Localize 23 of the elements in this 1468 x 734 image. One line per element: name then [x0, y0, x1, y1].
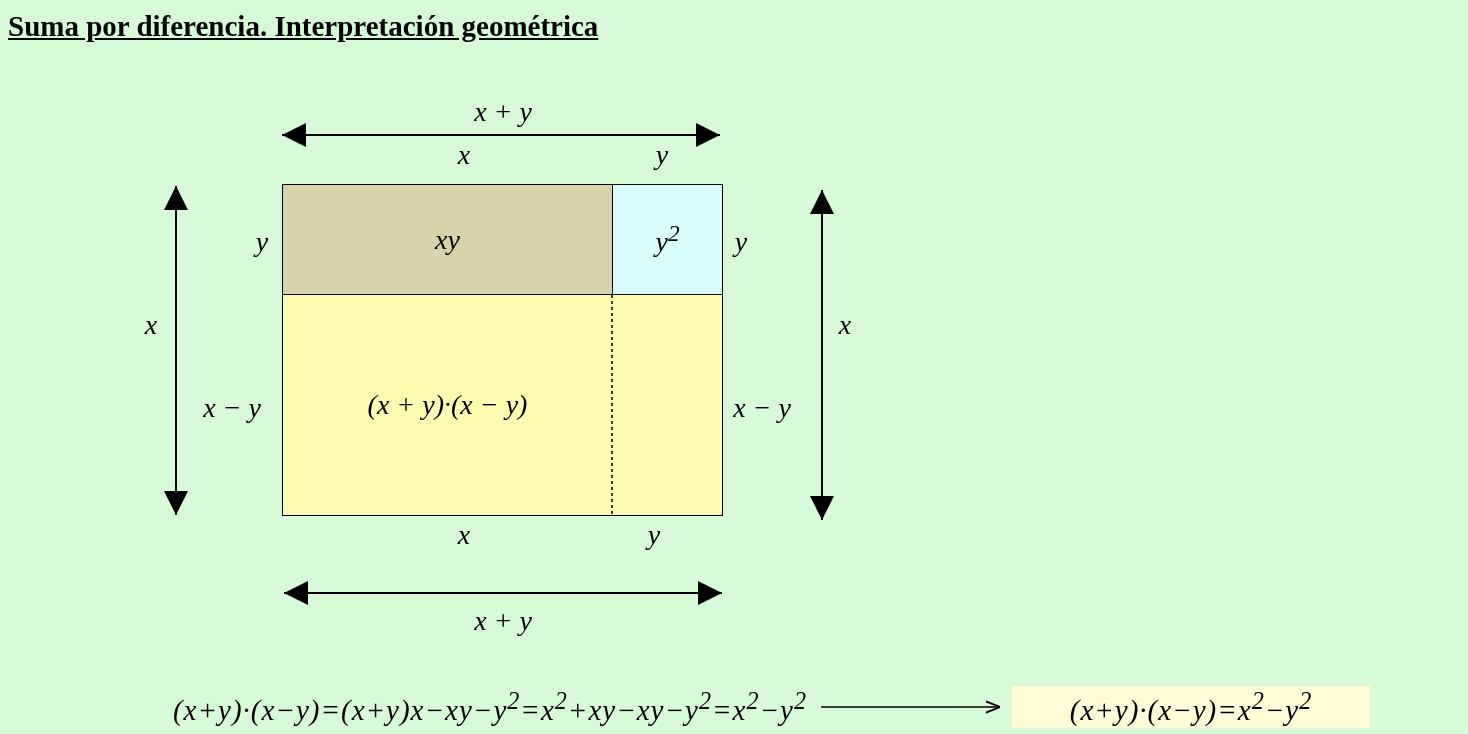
dimension-label: y: [255, 226, 269, 258]
dimension-label: x + y: [474, 96, 532, 128]
dimension-label: x: [838, 309, 852, 341]
dimension-label: y: [734, 226, 748, 258]
dimension-label: x: [144, 309, 158, 341]
area-label: y$^{2}$: [655, 220, 680, 259]
arrow: [820, 700, 1001, 714]
dimension-label: x: [457, 519, 471, 551]
equation-text: (x+y)·(x−y)=x$^{2}$−y$^{2}$: [1069, 687, 1313, 727]
result-equation: [1012, 686, 1370, 728]
dimension-label: y: [655, 139, 669, 171]
area-label: xy: [435, 223, 460, 256]
area-label: (x + y)·(x − y): [367, 389, 528, 421]
dimension-label: x + y: [474, 605, 532, 637]
title: Suma por diferencia. Interpretación geométrica: [8, 10, 599, 43]
dimension-label: x − y: [203, 392, 261, 424]
area-rectangle: [282, 294, 723, 516]
equation-text: (x+y)·(x−y)=(x+y)x−xy−y$^{2}$=x$^{2}$+xy−xy−y$^{2}$=x$^{2}$−y$^{2}$: [172, 687, 808, 727]
dimension-label: y: [647, 519, 661, 551]
area-rectangle: [282, 184, 613, 295]
dimension-label: x: [457, 139, 471, 171]
dimension-label: x − y: [733, 392, 791, 424]
area-square: [612, 184, 723, 295]
